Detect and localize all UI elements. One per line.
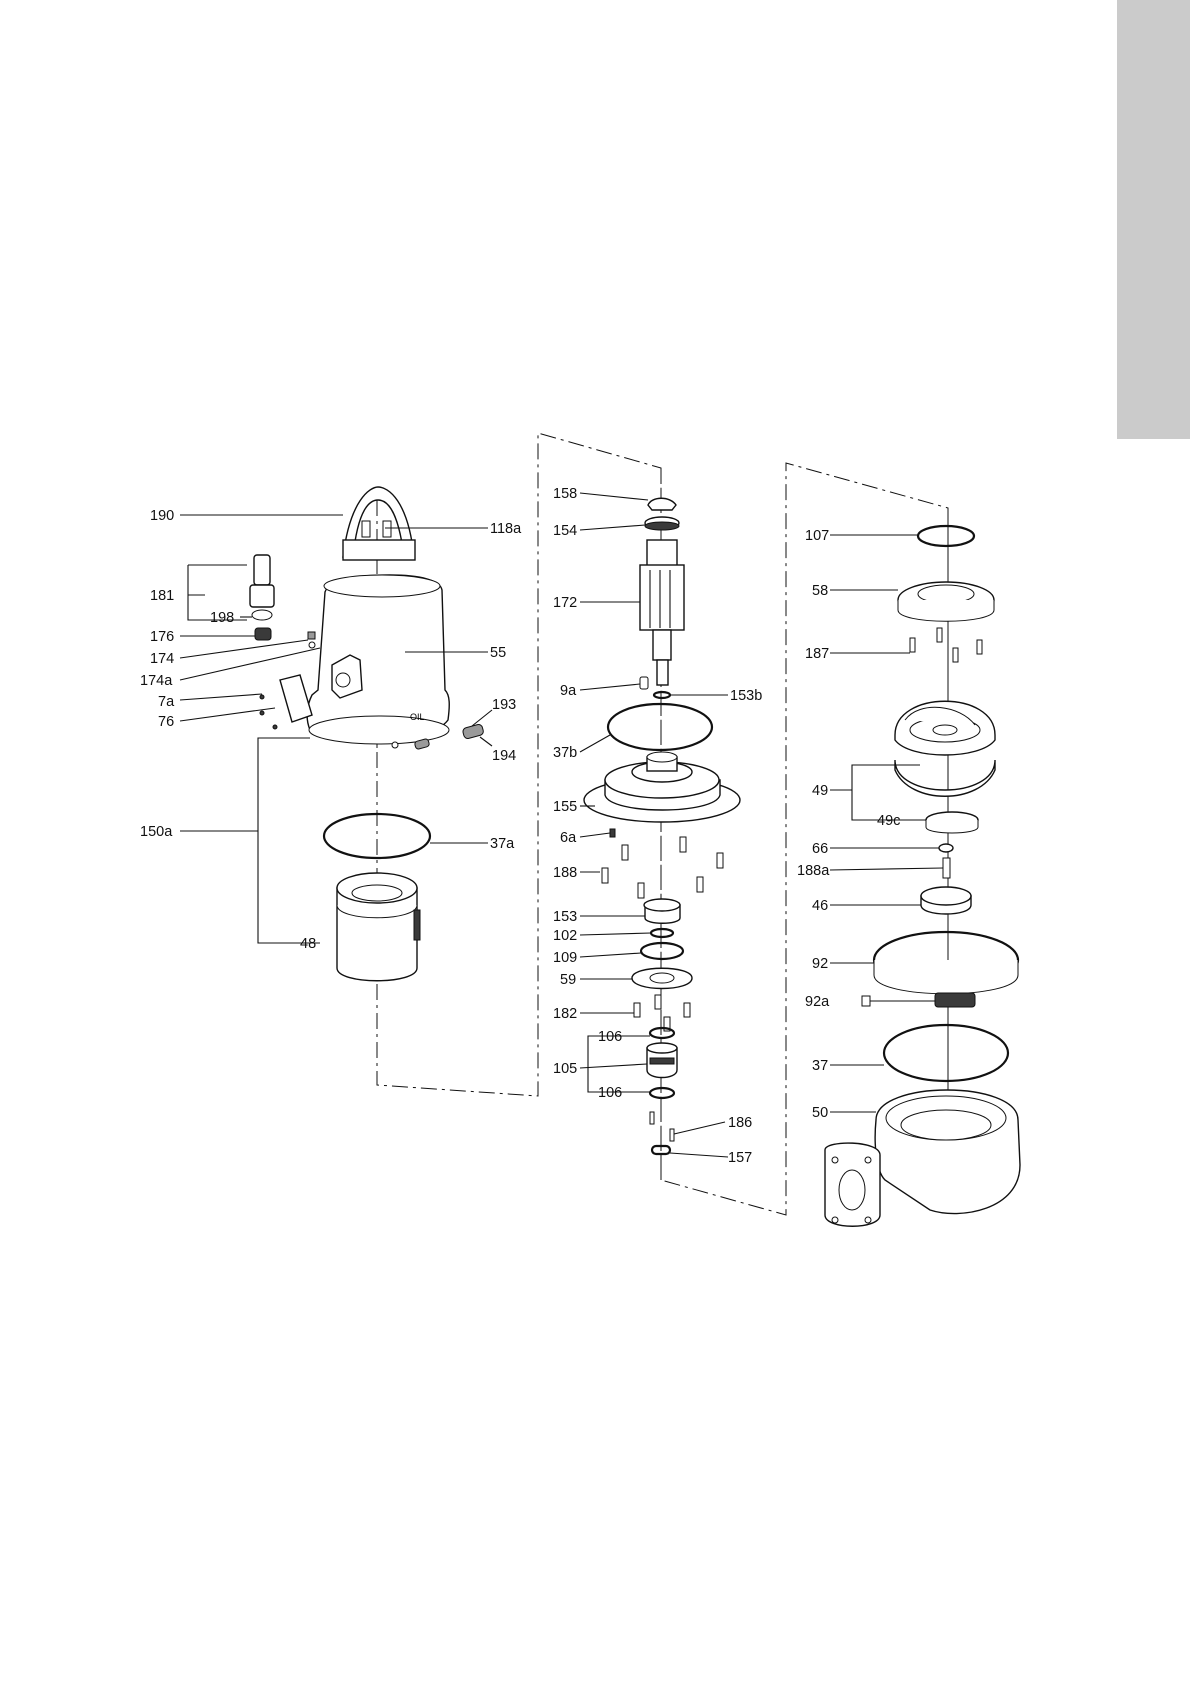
label-155: 155 bbox=[553, 799, 577, 815]
label-106-top: 106 bbox=[598, 1029, 622, 1045]
bearing-153 bbox=[644, 899, 680, 923]
o-ring-107 bbox=[918, 526, 974, 546]
screws-188 bbox=[602, 829, 723, 898]
sleeve-48 bbox=[337, 873, 420, 981]
lifting-bracket bbox=[343, 487, 415, 560]
label-107: 107 bbox=[805, 528, 829, 544]
label-194: 194 bbox=[492, 748, 516, 764]
label-153: 153 bbox=[553, 909, 577, 925]
label-181: 181 bbox=[150, 588, 174, 604]
screw-188a bbox=[943, 858, 950, 878]
label-193: 193 bbox=[492, 697, 516, 713]
label-118a: 118a bbox=[490, 521, 522, 537]
label-182: 182 bbox=[553, 1006, 577, 1022]
label-49: 49 bbox=[812, 783, 828, 799]
label-198: 198 bbox=[210, 610, 234, 626]
label-48: 48 bbox=[300, 936, 316, 952]
label-109: 109 bbox=[553, 950, 577, 966]
label-158: 158 bbox=[553, 486, 577, 502]
seal-ring-58 bbox=[898, 582, 994, 621]
o-ring-109 bbox=[641, 943, 683, 959]
label-49c: 49c bbox=[877, 813, 900, 829]
label-174a: 174a bbox=[140, 673, 173, 689]
label-102: 102 bbox=[553, 928, 577, 944]
o-ring-106-top bbox=[650, 1028, 674, 1038]
screws-186 bbox=[650, 1112, 674, 1141]
label-153b: 153b bbox=[730, 688, 762, 704]
washer-158 bbox=[648, 498, 676, 510]
label-174: 174 bbox=[150, 651, 174, 667]
label-76: 76 bbox=[158, 714, 174, 730]
o-ring-37b bbox=[608, 704, 712, 750]
label-157: 157 bbox=[728, 1150, 752, 1166]
label-58: 58 bbox=[812, 583, 828, 599]
intermediate-flange-155 bbox=[584, 752, 740, 822]
label-37b: 37b bbox=[553, 745, 577, 761]
cable-entry bbox=[250, 555, 274, 640]
circlip-153b bbox=[654, 692, 670, 698]
label-187: 187 bbox=[805, 646, 829, 662]
label-9a: 9a bbox=[560, 683, 577, 699]
shaft-seal-105 bbox=[647, 1043, 677, 1078]
oil-marking: OIL bbox=[410, 712, 425, 722]
label-188: 188 bbox=[553, 865, 577, 881]
terminal-box-76 bbox=[260, 675, 312, 729]
circlip-102 bbox=[651, 929, 673, 937]
seal-flange-59 bbox=[632, 968, 692, 988]
label-105: 105 bbox=[553, 1061, 577, 1077]
key-9a bbox=[640, 677, 648, 689]
pump-housing-50 bbox=[825, 1090, 1020, 1226]
label-46: 46 bbox=[812, 898, 828, 914]
label-150a: 150a bbox=[140, 824, 173, 840]
label-55: 55 bbox=[490, 645, 506, 661]
o-ring-37 bbox=[884, 1025, 1008, 1081]
label-37a: 37a bbox=[490, 836, 515, 852]
label-66: 66 bbox=[812, 841, 828, 857]
label-92: 92 bbox=[812, 956, 828, 972]
label-172: 172 bbox=[553, 595, 577, 611]
screws-182 bbox=[634, 995, 690, 1031]
label-186: 186 bbox=[728, 1115, 752, 1131]
label-176: 176 bbox=[150, 629, 174, 645]
wear-ring-46 bbox=[921, 887, 971, 914]
o-ring-106-bottom bbox=[650, 1088, 674, 1098]
screw-174 bbox=[308, 632, 315, 648]
clamp-screw-92a bbox=[862, 993, 975, 1007]
rotor-172 bbox=[640, 540, 684, 685]
label-37: 37 bbox=[812, 1058, 828, 1074]
leader-lines bbox=[180, 493, 943, 1157]
label-154: 154 bbox=[553, 523, 577, 539]
label-188a: 188a bbox=[797, 863, 830, 879]
label-92a: 92a bbox=[805, 994, 830, 1010]
label-7a: 7a bbox=[158, 694, 175, 710]
impeller-49 bbox=[895, 701, 995, 796]
label-50: 50 bbox=[812, 1105, 828, 1121]
bearing-154 bbox=[645, 517, 679, 530]
wear-ring-49c bbox=[926, 812, 978, 833]
washer-66 bbox=[939, 844, 953, 852]
label-190: 190 bbox=[150, 508, 174, 524]
label-106-bottom: 106 bbox=[598, 1085, 622, 1101]
clamp-92 bbox=[874, 932, 1018, 994]
motor-housing: OIL bbox=[307, 575, 449, 750]
label-59: 59 bbox=[560, 972, 576, 988]
screws-187 bbox=[910, 628, 982, 662]
label-6a: 6a bbox=[560, 830, 577, 846]
